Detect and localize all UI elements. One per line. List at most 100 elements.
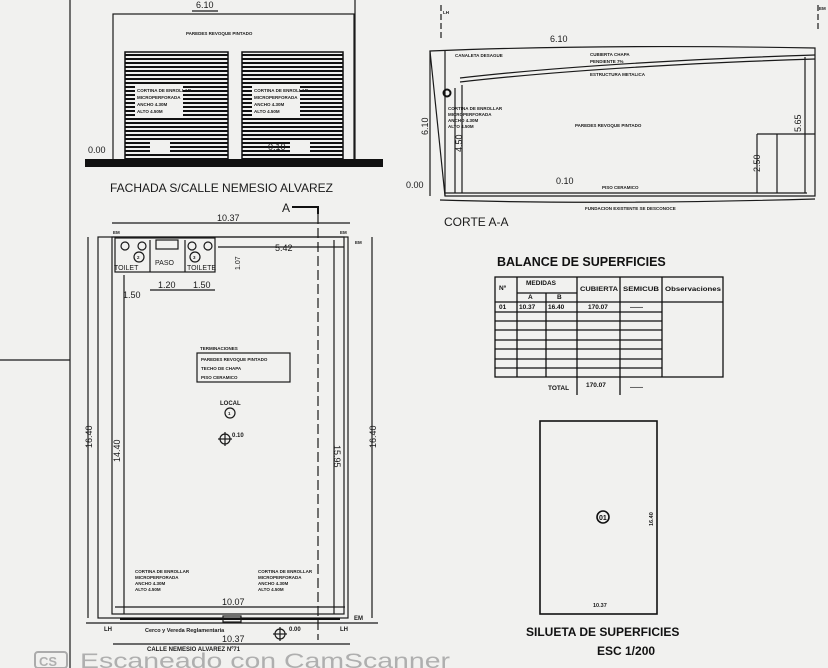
dim-toilet: 2.50 <box>752 154 762 172</box>
silhouette-title: SILUETA DE SUPERFICIES <box>526 625 679 639</box>
lh-label: LH <box>104 627 112 633</box>
total-cubierta: 170.07 <box>586 382 606 389</box>
finish-item: TECHO DE CHAPA <box>201 366 242 371</box>
header-a: A <box>528 294 533 301</box>
section-a-a: LH EM 6.10 CANALETA DESAGUE CUBIERTA CHA… <box>406 5 826 229</box>
total-label: TOTAL <box>548 385 569 392</box>
silhouette-depth: 16.40 <box>649 512 655 526</box>
level-local: 0.10 <box>232 433 244 439</box>
dim-door: 4.50 <box>454 134 464 152</box>
dim-depth-inner: 14.40 <box>112 439 122 462</box>
lh-label: LH <box>340 627 348 633</box>
em-label: EM <box>354 616 363 622</box>
cell-cubierta: 170.07 <box>588 304 608 311</box>
finish-item: PAREDES REVOQUE PINTADO <box>201 357 268 362</box>
shutter-note: ANCHO 4.30M <box>254 102 285 107</box>
shutter-note: CORTINA DE ENROLLAR <box>254 88 309 93</box>
facade-walls-note: PAREDES REVOQUE PINTADO <box>186 31 253 36</box>
balance-title: BALANCE DE SUPERFICIES <box>497 255 666 269</box>
shutter-note: CORTINA DE ENROLLAR <box>137 88 192 93</box>
dim-107: 1.07 <box>235 256 242 270</box>
silhouette-width: 10.37 <box>593 603 607 609</box>
dim-width-inner: 10.07 <box>222 597 245 607</box>
rolling-shutter: CORTINA DE ENROLLAR MICROPERFORADA ANCHO 4… <box>124 51 229 161</box>
shutter-note: MICROPERFORADA <box>254 95 298 100</box>
shutter-note: ALTO 4.50M <box>254 109 280 114</box>
watermark-logo: CS <box>39 654 57 668</box>
section-mark: A <box>282 201 290 215</box>
shutter-note: ANCHO 4.30M <box>448 118 479 123</box>
header-medidas: MEDIDAS <box>526 280 557 287</box>
silhouette-mark: 01 <box>599 515 607 522</box>
dim-150: 1.50 <box>193 280 211 290</box>
finish-item: PISO CERAMICO <box>201 375 238 380</box>
shutter-note: ANCHO 4.30M <box>135 581 166 586</box>
header-semicubierta: SEMICUB <box>623 286 659 293</box>
finishes-title: TERMINACIONES <box>200 346 238 351</box>
shutter-note: CORTINA DE ENROLLAR <box>448 106 503 111</box>
roof-label: CUBIERTA CHAPA <box>590 52 630 57</box>
plan-width-top: 10.37 <box>217 213 240 223</box>
local-label: LOCAL <box>220 401 241 407</box>
camscanner-watermark: CS Escaneado con CamScanner <box>34 650 450 668</box>
silhouette: 01 16.40 10.37 SILUETA DE SUPERFICIES ES… <box>526 420 679 658</box>
shutter-note: MICROPERFORADA <box>448 112 492 117</box>
level-sidewalk: 0.00 <box>289 627 301 633</box>
ground-line <box>85 159 383 167</box>
section-title: CORTE A-A <box>444 215 508 229</box>
floor-label: PISO CERAMICO <box>602 185 639 190</box>
facade-elevation: 6.10 PAREDES REVOQUE PINTADO CORTINA DE … <box>85 0 383 195</box>
room-paso: PASO <box>155 260 174 267</box>
section-walls-note: PAREDES REVOQUE PINTADO <box>575 123 642 128</box>
total-semicubierta: —— <box>630 384 644 391</box>
dim-150: 1.50 <box>123 290 141 300</box>
em-label: EM <box>113 230 120 235</box>
dim-right: 5.65 <box>793 114 803 132</box>
shutter-note: ALTO 4.50M <box>448 124 474 129</box>
cell-n: 01 <box>499 304 507 311</box>
watermark-text: Escaneado con CamScanner <box>80 650 450 668</box>
facade-level-ground: 0.00 <box>88 145 106 155</box>
shutter-note: MICROPERFORADA <box>135 575 179 580</box>
shutter-note: CORTINA DE ENROLLAR <box>258 569 313 574</box>
em-label: EM <box>819 6 826 11</box>
table-grid <box>494 276 724 395</box>
facade-height-level: 6.10 <box>196 0 214 10</box>
dim-542: 5.42 <box>275 243 293 253</box>
cell-b: 16.40 <box>548 304 565 311</box>
room-toilet-left: TOILET <box>114 265 139 272</box>
dim-width-bottom: 10.37 <box>222 634 245 644</box>
room-toilet-right: TOILETE <box>187 265 216 272</box>
header-n: Nº <box>499 285 507 292</box>
shutter-note: ALTO 4.50M <box>137 109 163 114</box>
sidewalk-label: Cerco y Vereda Reglamentaria <box>145 628 225 634</box>
facade-title: FACHADA S/CALLE NEMESIO ALVAREZ <box>110 181 333 195</box>
dim-depth-left: 16.40 <box>84 425 94 448</box>
dim-depth-axis: 15.95 <box>332 445 342 468</box>
local-number: 1 <box>228 411 231 416</box>
rolling-shutters: CORTINA DE ENROLLAR MICROPERFORADA ANCHO 4… <box>124 51 344 161</box>
facade-level-floor: 0.10 <box>268 142 286 152</box>
dim-120: 1.20 <box>158 280 176 290</box>
shutter-note: ANCHO 4.30M <box>137 102 168 107</box>
cell-semicubierta: —— <box>630 304 644 311</box>
roof-slope-label: PENDIENTE 7% <box>590 59 624 64</box>
room-number: 3 <box>193 255 196 260</box>
em-label: EM <box>355 240 362 245</box>
balance-table: BALANCE DE SUPERFICIES Nº MEDIDAS A B CU… <box>494 255 724 395</box>
rolling-shutter: CORTINA DE ENROLLAR MICROPERFORADA ANCHO 4… <box>241 51 344 161</box>
room-number: 2 <box>137 255 140 260</box>
em-label: EM <box>340 230 347 235</box>
street-label: CALLE NEMESIO ALVAREZ Nº71 <box>147 647 241 653</box>
cell-a: 10.37 <box>519 304 536 311</box>
silhouette-scale: ESC 1/200 <box>597 644 655 658</box>
section-level-floor: 0.10 <box>556 176 574 186</box>
shutter-note: MICROPERFORADA <box>137 95 181 100</box>
header-cubierta: CUBIERTA <box>580 286 618 293</box>
dim-height: 6.10 <box>420 117 430 135</box>
shutter-note: ANCHO 4.30M <box>258 581 289 586</box>
header-b: B <box>557 294 562 301</box>
shutter-note: ALTO 4.50M <box>258 587 284 592</box>
section-top-level: 6.10 <box>550 34 568 44</box>
